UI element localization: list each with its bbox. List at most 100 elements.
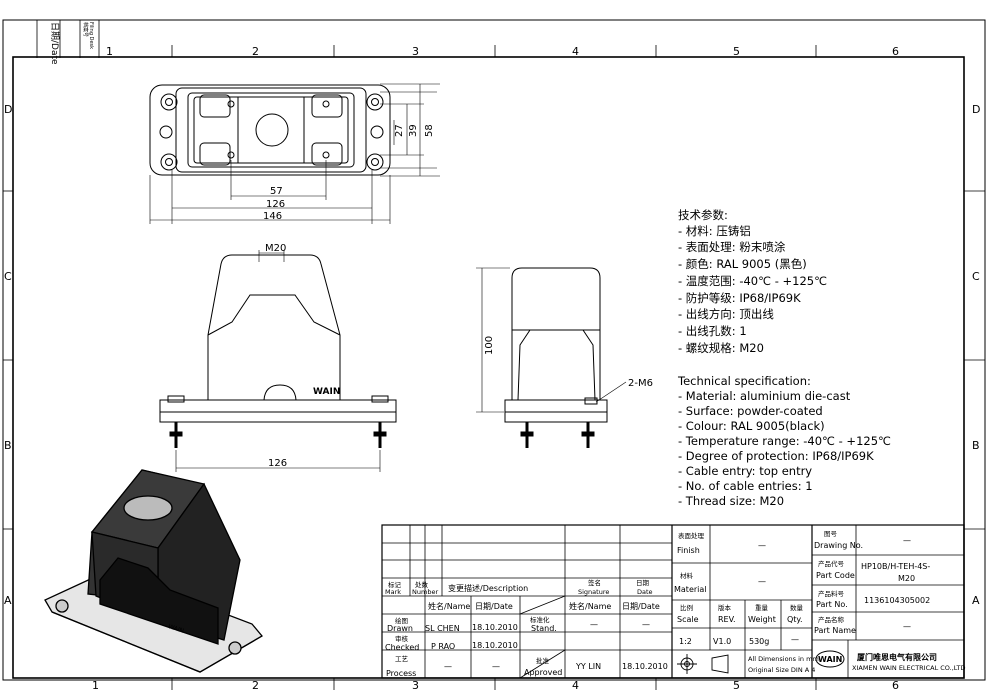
material-en: Material bbox=[674, 585, 707, 594]
spec-en-line: - Temperature range: -40℃ - +125℃ bbox=[678, 434, 891, 448]
zone-row-a-right: A bbox=[972, 594, 980, 607]
checked-en: Checked bbox=[385, 643, 419, 652]
spec-en-line: - Colour: RAL 9005(black) bbox=[678, 419, 825, 433]
isometric-view: WAIN bbox=[44, 469, 263, 673]
spec-en-line: - Surface: powder-coated bbox=[678, 404, 823, 418]
signature-name-header: 姓名/Name bbox=[569, 601, 611, 611]
name-header: 姓名/Name bbox=[428, 601, 470, 611]
spec-cn-line: - 温度范围: -40℃ - +125℃ bbox=[678, 274, 827, 288]
dim-27: 27 bbox=[394, 124, 405, 137]
qty-cn: 数量 bbox=[790, 603, 804, 612]
qty-en: Qty. bbox=[787, 615, 803, 624]
front-view: WAIN bbox=[159, 254, 397, 448]
dim-39: 39 bbox=[408, 124, 419, 137]
dim-m20: M20 bbox=[265, 243, 286, 254]
zone-row-d-right: D bbox=[972, 103, 980, 116]
title-block-text: 变更描述/Description 姓名/Name 日期/Date 姓名/Name… bbox=[385, 536, 937, 678]
part-code-value-1: HP10B/H-TEH-4S- bbox=[861, 562, 930, 571]
zone-row-b-left: B bbox=[4, 439, 12, 452]
spec-en: Technical specification: - Material: alu… bbox=[677, 374, 891, 508]
finish-en: Finish bbox=[677, 546, 700, 555]
spec-en-line: - Cable entry: top entry bbox=[678, 464, 812, 478]
date-header: 日期/Date bbox=[475, 602, 513, 611]
spec-cn-line: - 表面处理: 粉末喷涂 bbox=[678, 240, 786, 254]
scale-en: Scale bbox=[677, 615, 699, 624]
company-cn: 厦门唯恩电气有限公司 bbox=[857, 652, 937, 662]
rev-en: REV. bbox=[718, 615, 736, 624]
zone-col-6-top: 6 bbox=[892, 45, 899, 58]
dim-note-1: All Dimensions in mm bbox=[748, 655, 819, 663]
finish-cn: 表面处理 bbox=[678, 531, 705, 540]
process-en: Process bbox=[386, 669, 416, 678]
zone-grid: 1 2 3 4 5 6 1 2 3 4 5 6 D C B A D C B A bbox=[3, 45, 985, 692]
qty-value: — bbox=[791, 635, 799, 644]
spec-cn-line: - 防护等级: IP68/IP69K bbox=[678, 291, 801, 305]
approved-name: YY LIN bbox=[575, 662, 601, 671]
outer-border bbox=[2, 19, 986, 681]
zone-col-1-bottom: 1 bbox=[92, 679, 99, 692]
scale-value: 1:2 bbox=[679, 637, 692, 646]
dim-126-bottom: 126 bbox=[268, 458, 287, 469]
process-name: — bbox=[444, 662, 452, 671]
part-no-value: 1136104305002 bbox=[864, 596, 930, 605]
spec-cn-title: 技术参数: bbox=[678, 208, 728, 222]
company-en: XIAMEN WAIN ELECTRICAL CO.,LTD bbox=[852, 664, 966, 672]
date-label: 日期/Date bbox=[49, 22, 60, 65]
mark-cn: 标记 bbox=[388, 580, 402, 589]
top-view-dimensions: 57 126 146 27 39 58 bbox=[149, 83, 440, 224]
title-block-small-text: 标记 Mark 处数 Number 签名 Signature 日期 Date 绘… bbox=[385, 530, 966, 674]
scale-cn: 比例 bbox=[680, 603, 693, 612]
spec-en-line: - Thread size: M20 bbox=[678, 494, 784, 508]
stand-cn: 标准化 bbox=[530, 615, 550, 624]
material-value: — bbox=[758, 577, 766, 586]
drawing-no-cn: 图号 bbox=[824, 530, 838, 538]
weight-cn: 重量 bbox=[755, 604, 769, 612]
spec-cn-line: - 颜色: RAL 9005 (黑色) bbox=[678, 257, 807, 271]
checked-cn: 审核 bbox=[395, 634, 409, 643]
spec-cn: 技术参数: - 材料: 压铸铝 - 表面处理: 粉末喷涂 - 颜色: RAL 9… bbox=[678, 208, 827, 355]
number-en: Number bbox=[412, 588, 438, 596]
zone-col-3-bottom: 3 bbox=[412, 679, 419, 692]
dim-126-top: 126 bbox=[266, 199, 285, 210]
filing-margin: 日期/Date 档案号 Filing Desk bbox=[36, 20, 100, 65]
zone-col-3-top: 3 bbox=[412, 45, 419, 58]
spec-cn-line: - 螺纹规格: M20 bbox=[678, 341, 764, 355]
rev-value: V1.0 bbox=[713, 637, 731, 646]
part-no-en: Part No. bbox=[816, 600, 848, 609]
zone-row-a-left: A bbox=[4, 594, 12, 607]
zone-row-d-left: D bbox=[4, 103, 12, 116]
zone-col-1-top: 1 bbox=[106, 45, 113, 58]
iso-brand-mark: WAIN bbox=[167, 623, 184, 635]
approved-cn: 批准 bbox=[536, 656, 550, 665]
checked-date: 18.10.2010 bbox=[472, 641, 518, 650]
process-cn: 工艺 bbox=[395, 655, 409, 663]
spec-en-title: Technical specification: bbox=[677, 374, 811, 388]
zone-row-c-right: C bbox=[972, 270, 980, 283]
date-cn: 日期 bbox=[636, 579, 650, 587]
drawing-no-en: Drawing No. bbox=[814, 541, 863, 550]
weight-en: Weight bbox=[748, 615, 776, 624]
material-cn: 材料 bbox=[680, 571, 694, 580]
finish-value: — bbox=[758, 541, 766, 550]
drawing-no-value: — bbox=[903, 536, 911, 545]
signature-date-header: 日期/Date bbox=[622, 602, 660, 611]
spec-en-line: - Degree of protection: IP68/IP69K bbox=[678, 449, 874, 463]
description-header: 变更描述/Description bbox=[448, 583, 528, 593]
mark-en: Mark bbox=[385, 588, 401, 596]
spec-cn-line: - 材料: 压铸铝 bbox=[678, 224, 751, 238]
zone-col-6-bottom: 6 bbox=[892, 679, 899, 692]
rev-cn: 版本 bbox=[718, 603, 732, 612]
zone-col-5-top: 5 bbox=[733, 45, 740, 58]
title-block bbox=[381, 524, 965, 679]
zone-row-c-left: C bbox=[4, 270, 12, 283]
spec-cn-line: - 出线方向: 顶出线 bbox=[678, 307, 774, 321]
filing-label-cn: 档案号 bbox=[82, 22, 89, 37]
side-view-dimensions: 100 2-M6 bbox=[476, 267, 653, 413]
checked-name: P RAO bbox=[431, 642, 455, 651]
part-name-cn: 产品名称 bbox=[818, 615, 845, 624]
drawn-date: 18.10.2010 bbox=[472, 623, 518, 632]
approved-date: 18.10.2010 bbox=[622, 662, 668, 671]
part-name-value: — bbox=[903, 622, 911, 631]
spec-en-line: - Material: aluminium die-cast bbox=[678, 389, 851, 403]
